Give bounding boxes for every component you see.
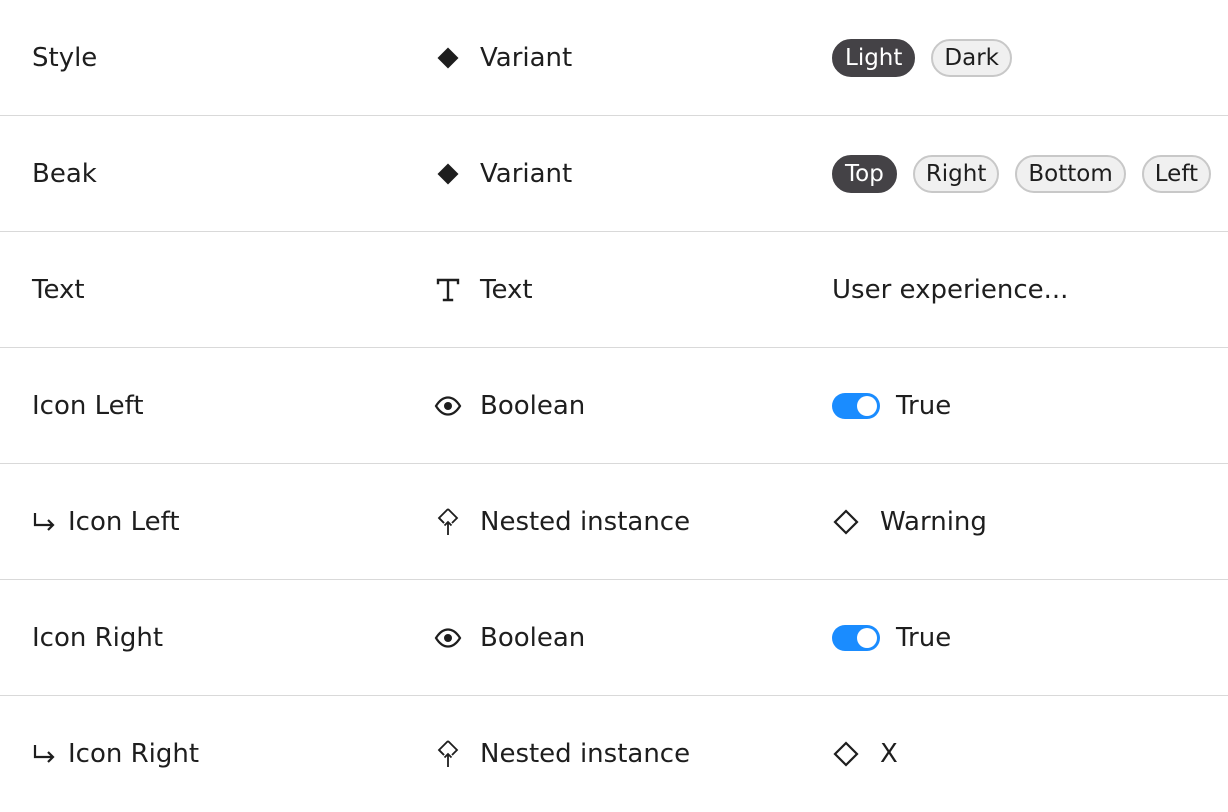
property-type: Boolean (433, 348, 585, 463)
property-type: Boolean (433, 580, 585, 695)
property-type-label: Nested instance (480, 738, 691, 769)
nested-instance-value[interactable]: X (832, 696, 898, 811)
diamond-filled-icon (433, 159, 463, 189)
property-row-icon-left-nested: Icon Left Nested instance Warning (0, 464, 1228, 580)
option-left[interactable]: Left (1141, 154, 1212, 193)
eye-icon (433, 391, 463, 421)
property-name: Icon Left (32, 390, 144, 421)
property-name: Icon Right (32, 696, 199, 811)
diamond-outline-icon (832, 739, 862, 769)
property-type-label: Variant (480, 42, 573, 73)
diamond-outline-icon (832, 507, 862, 537)
property-row-icon-left: Icon Left Boolean True (0, 348, 1228, 464)
option-top[interactable]: Top (832, 154, 897, 193)
property-type-label: Text (480, 274, 533, 305)
toggle-knob (857, 395, 877, 416)
property-name: Beak (32, 158, 97, 189)
nested-instance-value[interactable]: Warning (832, 464, 987, 579)
property-row-beak: Beak Variant Top Right Bottom Left (0, 116, 1228, 232)
nested-arrow-icon (32, 509, 58, 535)
text-t-icon (433, 275, 463, 305)
option-light[interactable]: Light (832, 38, 916, 77)
nested-instance-label: X (880, 738, 898, 769)
property-name: Text (32, 274, 85, 305)
property-type: Text (433, 232, 533, 347)
eye-icon (433, 623, 463, 653)
property-type-label: Boolean (480, 390, 586, 421)
property-name: Icon Left (32, 464, 180, 579)
nested-instance-label: Warning (880, 506, 987, 537)
diamond-filled-icon (433, 43, 463, 73)
property-type-label: Nested instance (480, 506, 691, 537)
property-name-label: Icon Left (68, 506, 180, 537)
boolean-toggle[interactable] (832, 392, 880, 419)
nested-instance-icon (433, 739, 463, 769)
nested-arrow-icon (32, 741, 58, 767)
property-value: Top Right Bottom Left (832, 116, 1212, 231)
property-type: Variant (433, 0, 572, 115)
option-right[interactable]: Right (912, 154, 1000, 193)
boolean-value-label: True (896, 622, 952, 653)
property-type-label: Variant (480, 158, 573, 189)
nested-instance-icon (433, 507, 463, 537)
property-type: Nested instance (433, 696, 690, 811)
option-dark[interactable]: Dark (931, 38, 1012, 77)
toggle-knob (857, 627, 877, 648)
property-row-icon-right-nested: Icon Right Nested instance X (0, 696, 1228, 811)
property-type: Nested instance (433, 464, 690, 579)
boolean-value-label: True (896, 390, 952, 421)
property-type-label: Boolean (480, 622, 586, 653)
text-value[interactable]: User experience... (832, 274, 1069, 305)
variant-options: Top Right Bottom Left (832, 154, 1212, 193)
variant-options: Light Dark (832, 38, 1012, 77)
property-row-text: Text Text User experience... (0, 232, 1228, 348)
property-name: Icon Right (32, 622, 164, 653)
boolean-toggle[interactable] (832, 624, 880, 651)
option-bottom[interactable]: Bottom (1015, 154, 1126, 193)
property-name: Style (32, 42, 98, 73)
property-value: True (832, 580, 951, 695)
property-value: Light Dark (832, 0, 1012, 115)
property-value: True (832, 348, 951, 463)
property-name-label: Icon Right (68, 738, 200, 769)
property-row-style: Style Variant Light Dark (0, 0, 1228, 116)
property-row-icon-right: Icon Right Boolean True (0, 580, 1228, 696)
property-type: Variant (433, 116, 572, 231)
